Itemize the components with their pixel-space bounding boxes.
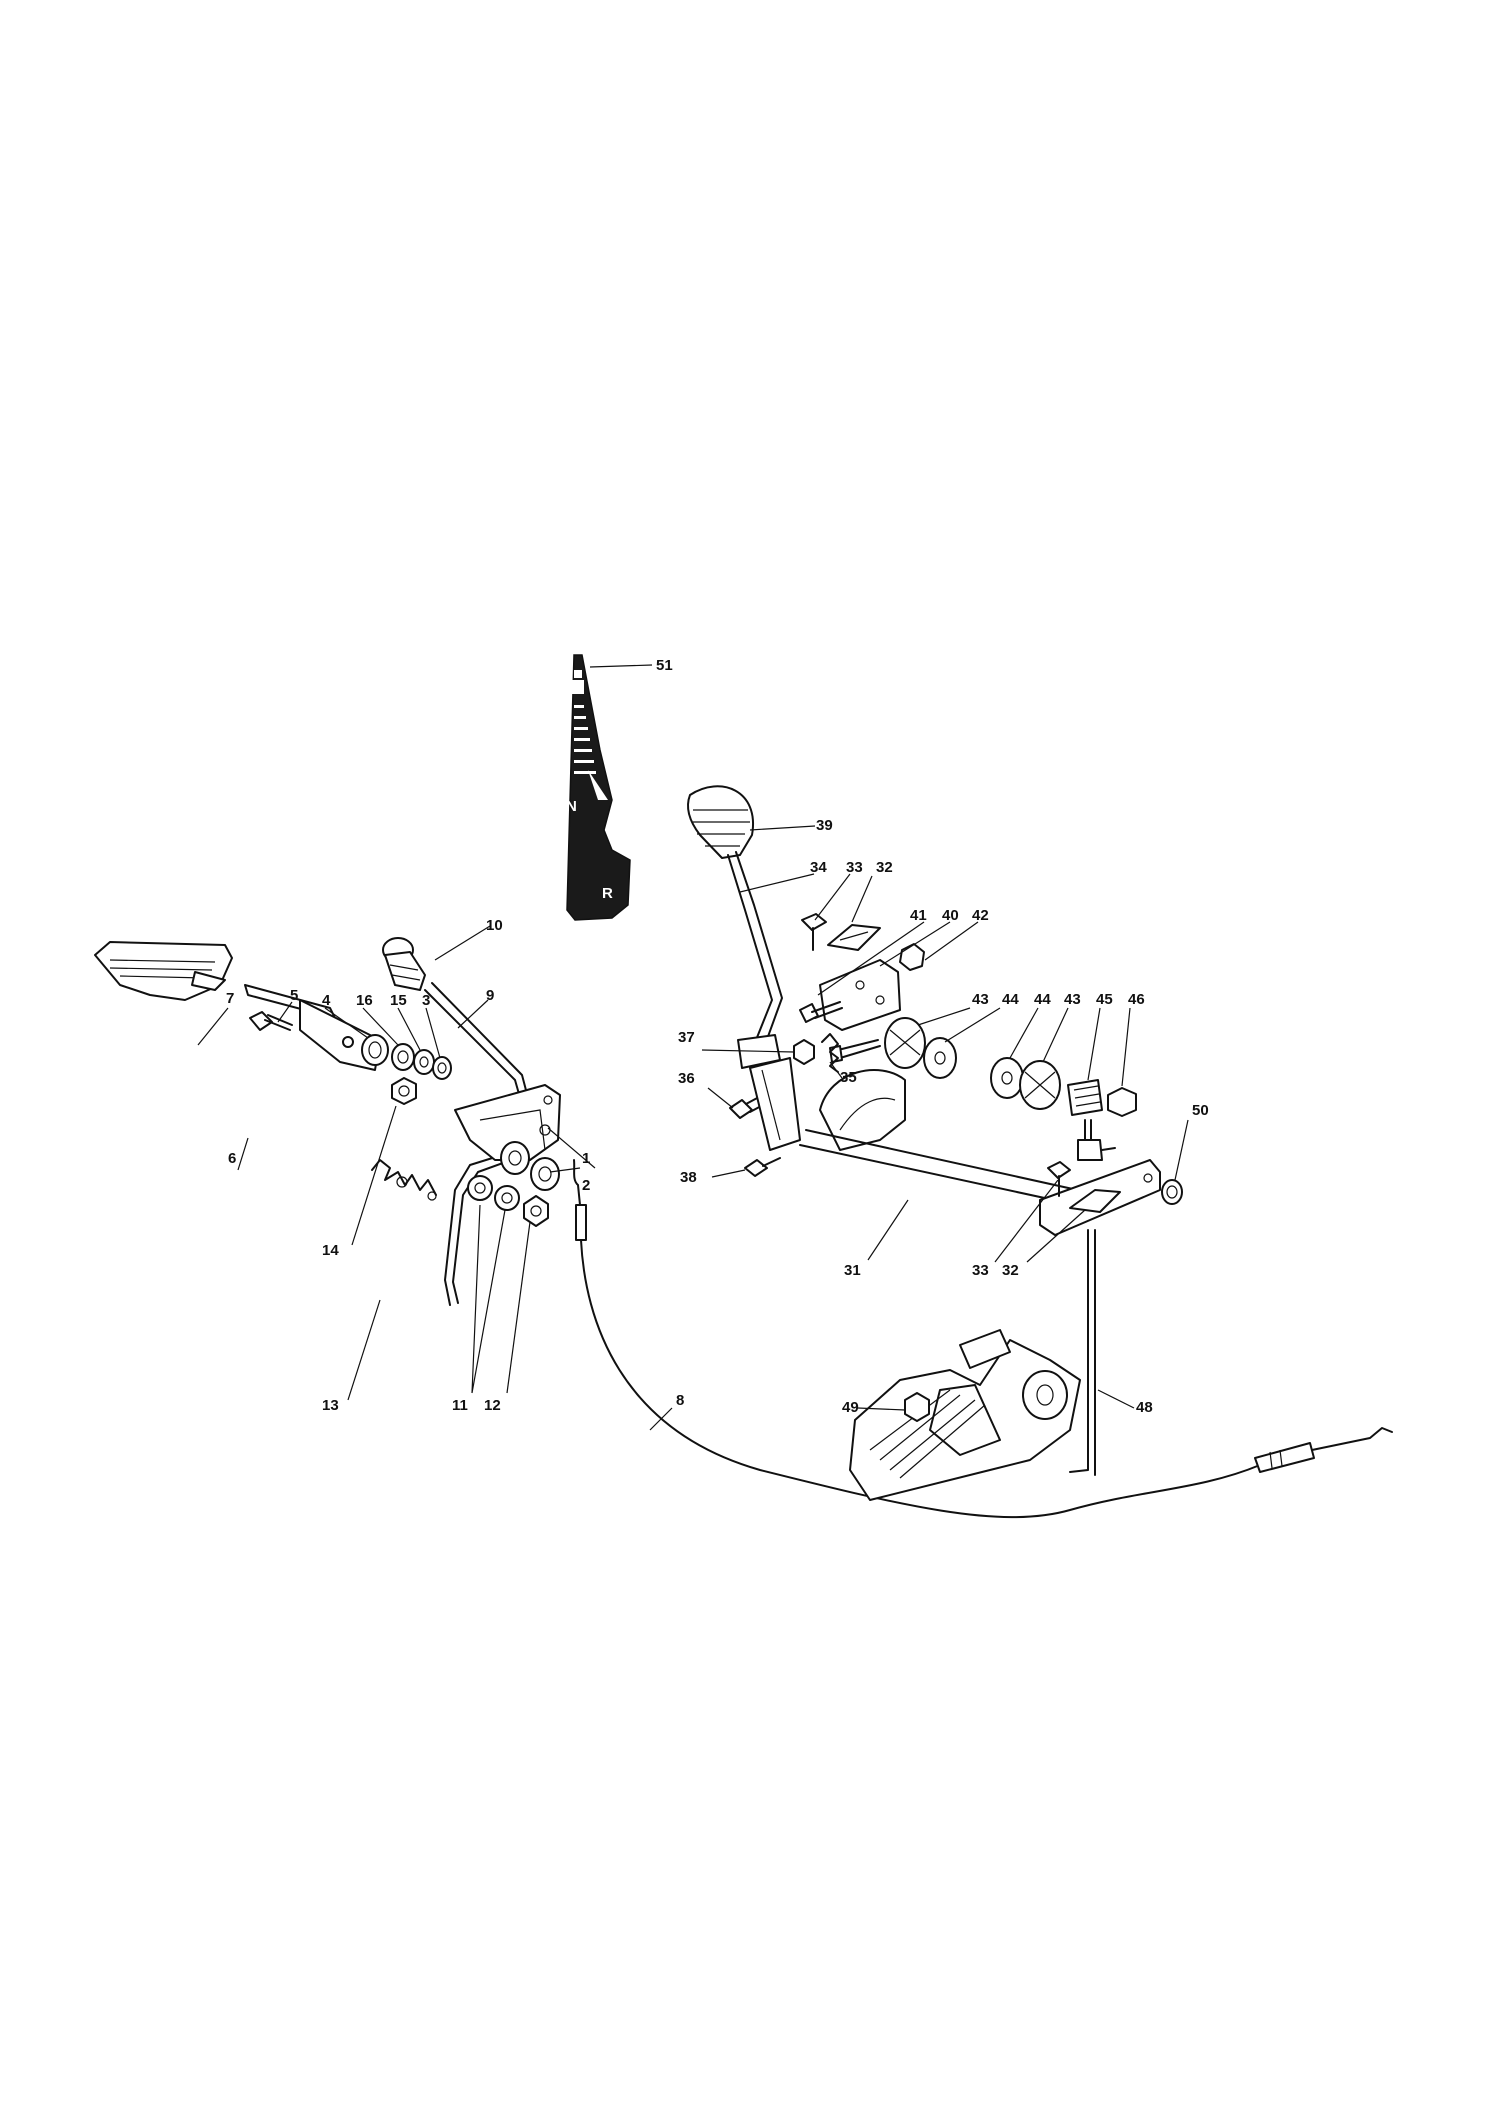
callout-13: 13 bbox=[322, 1397, 339, 1414]
callout-50: 50 bbox=[1192, 1102, 1209, 1119]
bracket-40 bbox=[819, 959, 901, 1031]
callout-36: 36 bbox=[678, 1070, 695, 1087]
callout-7: 7 bbox=[226, 990, 234, 1007]
nut-49 bbox=[904, 1392, 930, 1422]
nut-37 bbox=[793, 1039, 815, 1065]
callout-51: 51 bbox=[656, 657, 673, 674]
quadrant-plate bbox=[819, 1069, 906, 1151]
callout-6: 6 bbox=[228, 1150, 236, 1167]
callout-31: 31 bbox=[844, 1262, 861, 1279]
spring-13 bbox=[371, 1159, 437, 1201]
screw-33-lower bbox=[1047, 1161, 1071, 1197]
neutral-mark: N bbox=[566, 798, 577, 815]
spring-35 bbox=[821, 1033, 839, 1073]
callout-14: 14 bbox=[322, 1242, 339, 1259]
cable-8 bbox=[573, 1159, 1393, 1519]
callout-labels: 51 10 9 7 5 4 16 15 3 6 1 14 2 13 11 12 … bbox=[226, 657, 1209, 1416]
callout-15: 15 bbox=[390, 992, 407, 1009]
clip-32-upper bbox=[827, 924, 881, 951]
callout-11: 11 bbox=[452, 1397, 468, 1414]
knob-10 bbox=[382, 937, 426, 991]
bracket-channel bbox=[749, 1057, 801, 1151]
nut-14 bbox=[391, 1077, 417, 1105]
washer-44-right bbox=[990, 1057, 1024, 1099]
callout-48: 48 bbox=[1136, 1399, 1153, 1416]
callout-44-left: 44 bbox=[1002, 991, 1019, 1008]
callout-32-upper: 32 bbox=[876, 859, 893, 876]
callout-38: 38 bbox=[680, 1169, 697, 1186]
pedal-arm-5 bbox=[244, 984, 381, 1071]
shift-gate-decal: N R bbox=[566, 654, 631, 921]
clip-32-lower bbox=[1069, 1189, 1121, 1213]
callout-5: 5 bbox=[290, 987, 298, 1004]
screw-38 bbox=[744, 1157, 781, 1177]
callout-9: 9 bbox=[486, 987, 494, 1004]
callout-43-right: 43 bbox=[1064, 991, 1081, 1008]
callout-42: 42 bbox=[972, 907, 989, 924]
nut-46 bbox=[1107, 1087, 1137, 1117]
cone-43-right bbox=[1019, 1060, 1061, 1110]
washer-44-left bbox=[923, 1037, 957, 1079]
bracket-1 bbox=[454, 1084, 561, 1161]
callout-4: 4 bbox=[322, 992, 331, 1009]
pedal-assembly bbox=[849, 1329, 1081, 1501]
pedal-pad-7 bbox=[94, 941, 233, 1001]
washers-11-nut-12 bbox=[467, 1175, 549, 1227]
leader-lines bbox=[197, 664, 1189, 1431]
cone-43-left bbox=[884, 1017, 926, 1069]
callout-16: 16 bbox=[356, 992, 373, 1009]
callout-46: 46 bbox=[1128, 991, 1145, 1008]
callout-10: 10 bbox=[486, 917, 503, 934]
callout-44-right: 44 bbox=[1034, 991, 1051, 1008]
callout-32-lower: 32 bbox=[1002, 1262, 1019, 1279]
spring-45 bbox=[1067, 1079, 1103, 1116]
washers-4-16-15-3 bbox=[361, 1034, 452, 1080]
callout-35: 35 bbox=[840, 1069, 857, 1086]
callout-1: 1 bbox=[582, 1150, 590, 1167]
callout-39: 39 bbox=[816, 817, 833, 834]
knob-39 bbox=[687, 785, 755, 859]
callout-34: 34 bbox=[810, 859, 827, 876]
callout-3: 3 bbox=[422, 992, 430, 1009]
ring-50 bbox=[1161, 1179, 1183, 1205]
bushings-2 bbox=[500, 1141, 560, 1191]
callout-33-upper: 33 bbox=[846, 859, 863, 876]
screw-33-upper bbox=[801, 913, 827, 951]
callout-12: 12 bbox=[484, 1397, 501, 1414]
pin-41 bbox=[799, 1001, 843, 1023]
reverse-mark: R bbox=[602, 885, 613, 902]
callout-41: 41 bbox=[910, 907, 927, 924]
nut-42 bbox=[899, 943, 925, 971]
bolt-6 bbox=[249, 1011, 293, 1031]
callout-33-lower: 33 bbox=[972, 1262, 989, 1279]
rod-48 bbox=[1069, 1229, 1096, 1476]
callout-43-left: 43 bbox=[972, 991, 989, 1008]
speed-indicator-icon bbox=[572, 670, 608, 800]
callout-49: 49 bbox=[842, 1399, 859, 1416]
callout-45: 45 bbox=[1096, 991, 1113, 1008]
callout-2: 2 bbox=[582, 1177, 590, 1194]
callout-40: 40 bbox=[942, 907, 959, 924]
lever-34 bbox=[727, 851, 783, 1069]
adjuster-stud bbox=[1077, 1119, 1116, 1161]
callout-8: 8 bbox=[676, 1392, 684, 1409]
callout-37: 37 bbox=[678, 1029, 695, 1046]
